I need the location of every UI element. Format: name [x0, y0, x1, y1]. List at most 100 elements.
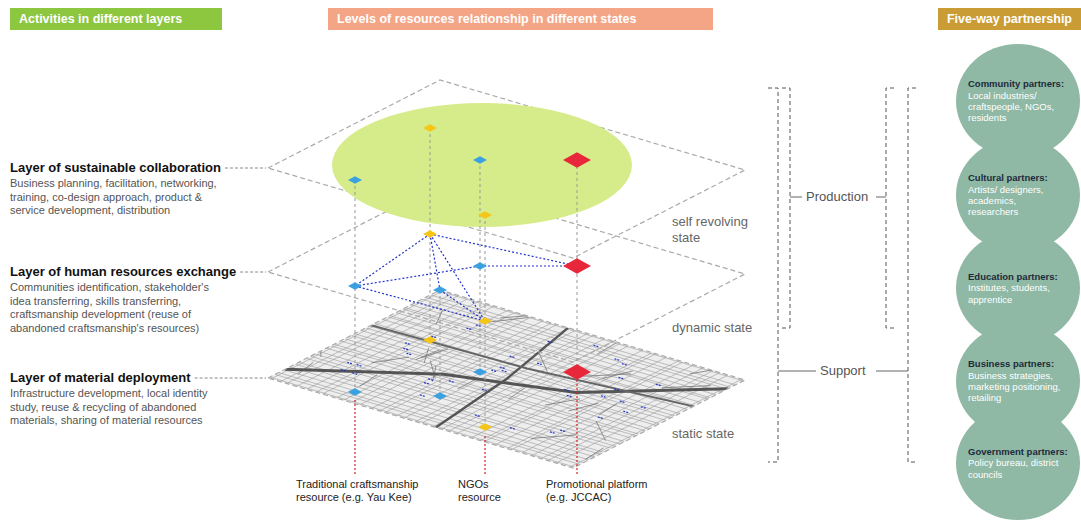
bracket [768, 88, 778, 462]
pointer-line [576, 380, 577, 474]
street-line [539, 352, 547, 371]
exchange-network [355, 234, 577, 321]
street-line [360, 375, 378, 386]
layer-activities: Communities identification, stakeholder'… [10, 281, 225, 335]
site-mark [622, 364, 627, 366]
site-mark [548, 341, 553, 343]
site-mark [620, 401, 625, 403]
resource-marker [348, 388, 362, 396]
exchange-line [355, 286, 485, 321]
state-label: dynamic state [672, 320, 764, 336]
layer-heading: Layer of material deployment [10, 370, 191, 386]
resource-marker [563, 152, 591, 167]
street-line [403, 309, 708, 399]
bracket [782, 88, 790, 328]
street-line [430, 295, 735, 385]
street-line [495, 357, 667, 445]
pointer-line [354, 400, 355, 474]
bracket-label: Production [806, 189, 868, 205]
site-mark [424, 383, 429, 385]
layer-activities: Business planning, facilitation, network… [10, 177, 225, 218]
street-line [316, 304, 488, 392]
resource-label: Traditional craftsmanship resource (e.g.… [296, 478, 438, 504]
header-bar: Five-way partnership [938, 8, 1081, 30]
partner-heading: Government partners: [968, 446, 1068, 457]
resource-marker [478, 211, 492, 219]
site-mark [537, 363, 542, 365]
leader-line [195, 378, 266, 379]
street-line [371, 325, 693, 406]
collaboration-zone [332, 103, 632, 227]
site-mark [449, 381, 454, 383]
site-mark [476, 325, 481, 327]
partner-description: Business strategies, marketing positioni… [968, 370, 1068, 404]
resource-label: Promotional platform (e.g. JCCAC) [546, 478, 660, 504]
site-mark [500, 367, 505, 369]
tie-line [778, 371, 816, 372]
resource-marker [473, 368, 487, 376]
street-line [507, 361, 679, 449]
header-bar: Levels of resources relationship in diff… [328, 8, 713, 30]
street-line [662, 386, 711, 388]
site-mark [564, 389, 569, 391]
map-texture [268, 290, 745, 468]
brackets [768, 88, 916, 462]
street-line [290, 367, 595, 457]
street-line [388, 317, 693, 407]
header-text: Activities in different layers [19, 12, 213, 26]
column-line [440, 290, 441, 396]
header-bar: Activities in different layers [10, 8, 222, 30]
pointer-line [484, 434, 485, 474]
street-line [548, 373, 720, 461]
state-label: static state [672, 426, 764, 442]
site-mark [341, 370, 346, 372]
resource-markers [348, 124, 591, 431]
site-mark [347, 362, 352, 364]
site-mark [466, 328, 471, 330]
street-line [424, 348, 429, 363]
site-mark [405, 343, 410, 345]
street-line [522, 365, 694, 453]
exchange-line [355, 266, 480, 286]
exchange-line [440, 290, 485, 321]
leader-line [240, 272, 266, 273]
street-line [484, 354, 656, 442]
partner-heading: Cultural partners: [968, 172, 1068, 183]
site-mark [560, 430, 565, 432]
street-line [500, 314, 544, 318]
partner-heading: Business partners: [968, 358, 1068, 369]
resource-marker [348, 176, 362, 184]
street-line [602, 371, 632, 379]
exchange-line [480, 265, 577, 266]
static-plane [268, 290, 745, 468]
site-mark [598, 417, 603, 419]
columns [355, 128, 577, 427]
street-line [599, 403, 617, 414]
site-mark [482, 389, 487, 391]
site-mark [475, 415, 480, 417]
partner-description: Local industries/ craftspeople, NGOs, re… [968, 90, 1068, 124]
site-mark [614, 359, 619, 361]
site-mark [656, 384, 661, 386]
site-mark [403, 348, 408, 350]
street-line [596, 421, 605, 440]
site-mark [406, 353, 411, 355]
header-text: Levels of resources relationship in diff… [337, 12, 704, 26]
exchange-line [430, 234, 485, 321]
site-mark [502, 370, 507, 372]
street-line [480, 353, 652, 441]
site-mark [510, 428, 515, 430]
partner-heading: Community partners: [968, 78, 1068, 89]
site-mark [614, 389, 619, 391]
site-mark [567, 395, 572, 397]
street-line [336, 310, 508, 398]
resource-marker [433, 286, 447, 294]
street-line [345, 339, 650, 429]
leader-line [225, 168, 266, 169]
street-line [430, 360, 435, 378]
partner-description: Artists/ designers, academics, researche… [968, 184, 1068, 218]
layer-heading: Layer of human resources exchange [10, 264, 236, 280]
bracket-label: Support [820, 363, 866, 379]
